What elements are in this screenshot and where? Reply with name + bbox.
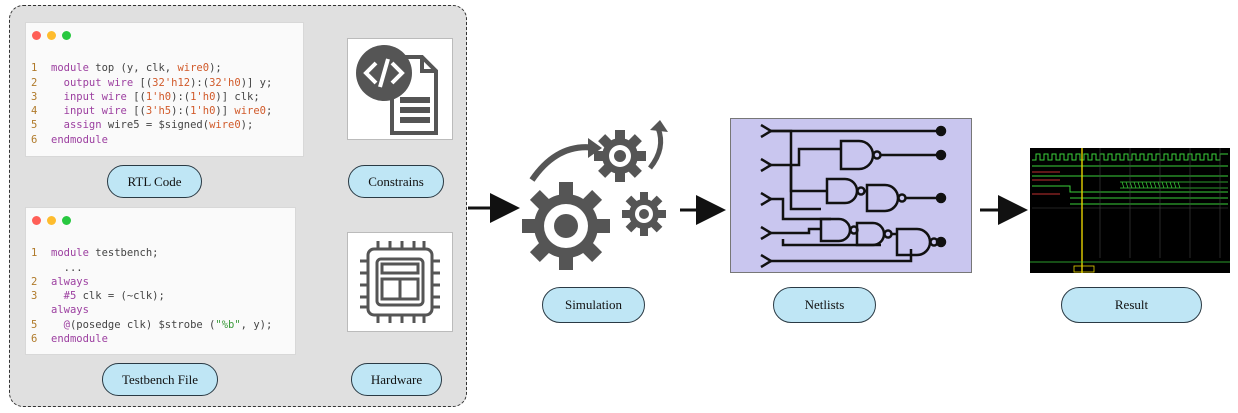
- line-number: 5: [31, 119, 38, 132]
- line-number: 6: [31, 133, 38, 146]
- line-number: 4: [31, 105, 38, 118]
- code-token: , y);: [240, 318, 273, 331]
- code-token: always: [51, 275, 89, 288]
- code-token: ;: [265, 105, 273, 118]
- code-line: 4 input wire [(3'h5):(1'h0)] wire0;: [31, 104, 272, 118]
- code-token: @: [51, 318, 70, 331]
- chip-icon: [360, 241, 440, 323]
- code-line: 2 always: [31, 275, 272, 289]
- code-token: endmodule: [51, 133, 108, 146]
- hardware-image: [347, 232, 453, 332]
- code-token: module: [51, 247, 96, 260]
- code-token: "%b": [215, 318, 241, 331]
- code-token: ):(: [171, 90, 191, 103]
- code-token: top (y, clk,: [95, 62, 178, 75]
- code-token: );: [209, 62, 222, 75]
- constrains-label: Constrains: [348, 165, 444, 198]
- code-token: wire5 = $signed(: [107, 119, 210, 132]
- hardware-label: Hardware: [351, 363, 442, 396]
- code-token: 32'h12: [152, 76, 191, 89]
- minimize-dot-icon: [47, 31, 56, 40]
- code-line: 3 input wire [(1'h0):(1'h0)] clk;: [31, 90, 272, 104]
- simulation-label: Simulation: [542, 287, 645, 323]
- code-line: 5 @(posedge clk) $strobe ("%b", y);: [31, 318, 272, 332]
- code-token: wire0: [209, 119, 241, 132]
- code-token: [(: [133, 90, 146, 103]
- constrains-image: [347, 38, 453, 140]
- code-token: always: [51, 304, 89, 317]
- blank-line: [31, 232, 272, 246]
- code-token: 1'h0: [190, 90, 216, 103]
- line-number: 1: [31, 62, 38, 75]
- code-line: 1 module testbench;: [31, 246, 272, 260]
- result-image: [1030, 148, 1230, 273]
- testbench-file-label: Testbench File: [102, 363, 218, 396]
- window-controls: [32, 215, 77, 229]
- code-token: module: [51, 62, 96, 75]
- close-dot-icon: [32, 216, 41, 225]
- code-token: input wire: [51, 90, 134, 103]
- code-token: input wire: [51, 105, 134, 118]
- code-line: 6 endmodule: [31, 133, 272, 147]
- code-token: )]: [215, 105, 235, 118]
- code-line: ...: [31, 261, 272, 275]
- maximize-dot-icon: [62, 216, 71, 225]
- code-token: )] clk;: [215, 90, 260, 103]
- code-line: 2 output wire [(32'h12):(32'h0)] y;: [31, 76, 272, 90]
- code-token: testbench;: [95, 247, 159, 260]
- code-token: [(: [139, 76, 153, 89]
- netlists-label: Netlists: [773, 287, 876, 323]
- code-token: );: [240, 119, 254, 132]
- code-token: 3'h5: [145, 105, 172, 118]
- minimize-dot-icon: [47, 216, 56, 225]
- rtl-code-label: RTL Code: [107, 165, 202, 198]
- code-line: 1 module top (y, clk, wire0);: [31, 61, 272, 75]
- waveform-icon: [1030, 148, 1230, 273]
- code-token: 1'h0: [190, 105, 216, 118]
- code-token: (posedge clk) $strobe (: [69, 318, 216, 331]
- code-token: wire0: [177, 62, 210, 75]
- code-token: ...: [51, 261, 83, 274]
- code-token: output wire: [51, 76, 140, 89]
- code-token: ):(: [190, 76, 210, 89]
- code-token: wire0: [234, 105, 266, 118]
- netlists-image: [730, 118, 972, 273]
- line-number: 2: [31, 76, 38, 89]
- maximize-dot-icon: [62, 31, 71, 40]
- logic-gates-icon: [760, 123, 947, 269]
- code-line: 5 assign wire5 = $signed(wire0);: [31, 118, 272, 132]
- code-token: #5: [51, 290, 83, 303]
- code-file-icon: [356, 45, 438, 135]
- result-label: Result: [1061, 287, 1202, 323]
- line-number: 3: [31, 90, 38, 103]
- code-token: 32'h0: [209, 76, 241, 89]
- code-line: 3 #5 clk = (~clk);: [31, 289, 272, 303]
- line-number: 2: [31, 275, 38, 288]
- blank-line: [31, 47, 272, 61]
- line-number: 1: [31, 247, 38, 260]
- line-number: 5: [31, 318, 38, 331]
- close-dot-icon: [32, 31, 41, 40]
- code-token: endmodule: [51, 333, 108, 346]
- code-token: [(: [133, 105, 146, 118]
- line-number: 6: [31, 333, 38, 346]
- code-token: ):(: [171, 105, 191, 118]
- code-token: )] y;: [240, 76, 273, 89]
- window-controls: [32, 30, 77, 44]
- code-token: 1'h0: [145, 90, 172, 103]
- code-token: assign: [51, 119, 108, 132]
- code-line: always: [31, 303, 272, 317]
- gears-icon: [522, 120, 668, 270]
- code-line: 6 endmodule: [31, 332, 272, 346]
- line-number: 3: [31, 290, 38, 303]
- code-token: clk = (~clk);: [82, 290, 165, 303]
